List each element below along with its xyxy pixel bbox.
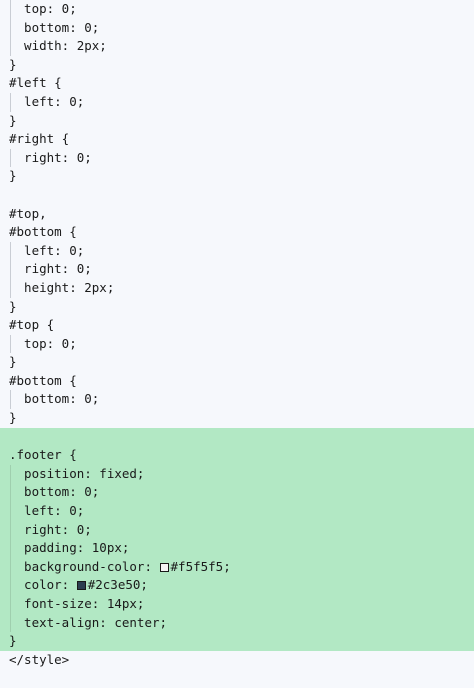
code-text: text-align: center; [9,614,168,630]
code-line: } [0,56,474,75]
indent-guide [10,613,11,633]
code-line: #bottom { [0,372,474,391]
code-line: </style> [0,651,474,670]
code-line: left: 0; [0,502,474,521]
indent-guide [10,241,11,261]
indent-guide [10,595,11,614]
indent-guide [10,260,11,279]
code-text: right: 0; [9,261,92,277]
code-text: left: 0; [9,93,85,109]
indent-guide [10,37,11,56]
code-text: } [9,354,17,370]
code-line: top: 0; [0,0,474,19]
code-text: } [9,633,17,649]
code-line: left: 0; [0,241,474,261]
code-text: right: 0; [9,521,92,537]
code-line [0,427,474,447]
code-text: color: [9,577,77,593]
code-line [0,186,474,205]
code-text: left: 0; [9,503,85,519]
code-text: bottom: 0; [9,391,100,407]
code-line: position: fixed; [0,464,474,484]
indent-guide [10,557,11,577]
code-line: bottom: 0; [0,483,474,503]
indent-guide [10,539,11,558]
code-line: } [0,112,474,131]
code-text: } [9,168,17,184]
code-line: .footer { [0,446,474,465]
code-line: } [0,409,474,428]
code-line: color: #2c3e50; [0,576,474,595]
code-line: right: 0; [0,520,474,540]
code-text: #top { [9,317,55,333]
code-line: #right { [0,130,474,149]
code-text: bottom: 0; [9,19,100,35]
code-text: font-size: 14px; [9,596,145,611]
code-line: right: 0; [0,148,474,168]
code-line: right: 0; [0,260,474,279]
code-line: } [0,353,474,372]
code-text: } [9,56,17,72]
code-text: background-color: [9,558,160,574]
code-text: </style> [9,651,70,667]
code-line: #top { [0,316,474,335]
code-line: font-size: 14px; [0,595,474,614]
code-text: } [9,298,17,314]
code-text: top: 0; [9,1,77,16]
code-line: top: 0; [0,334,474,354]
indent-guide [10,464,11,484]
code-text: position: fixed; [9,465,145,481]
indent-guide [10,148,11,168]
code-text: #bottom { [9,372,77,388]
code-text: .footer { [9,447,77,463]
code-line: bottom: 0; [0,18,474,38]
indent-guide [10,502,11,521]
code-text: padding: 10px; [9,540,130,556]
code-line: } [0,632,474,651]
indent-guide [10,520,11,540]
code-text: } [9,410,17,426]
code-text: right: 0; [9,149,92,165]
code-line: bottom: 0; [0,390,474,410]
code-text: left: 0; [9,242,85,258]
code-text: #top, [9,205,47,221]
code-line: #left { [0,74,474,93]
code-line: #bottom { [0,223,474,242]
code-text: } [9,112,17,128]
code-text: #bottom { [9,224,77,240]
indent-guide [10,390,11,410]
indent-guide [10,0,11,19]
code-text: #left { [9,75,62,91]
indent-guide [10,278,11,298]
color-value: #2c3e50; [87,577,148,593]
code-line: #top, [0,205,474,224]
code-text: bottom: 0; [9,484,100,500]
code-text: width: 2px; [9,38,107,54]
indent-guide [10,92,11,112]
color-swatch-icon[interactable] [76,581,86,591]
code-line: left: 0; [0,92,474,112]
code-line: width: 2px; [0,37,474,56]
code-text: #right { [9,131,70,147]
indent-guide [10,483,11,503]
indent-guide [10,18,11,38]
code-line: } [0,167,474,186]
code-line: } [0,298,474,317]
code-text: top: 0; [9,335,77,351]
indent-guide [10,576,11,595]
code-line: text-align: center; [0,613,474,633]
code-text: height: 2px; [9,279,115,295]
code-line: padding: 10px; [0,539,474,558]
code-line: height: 2px; [0,278,474,298]
indent-guide [10,334,11,354]
color-swatch-icon[interactable] [159,562,169,572]
color-value: #f5f5f5; [170,558,231,574]
code-line: background-color: #f5f5f5; [0,557,474,577]
